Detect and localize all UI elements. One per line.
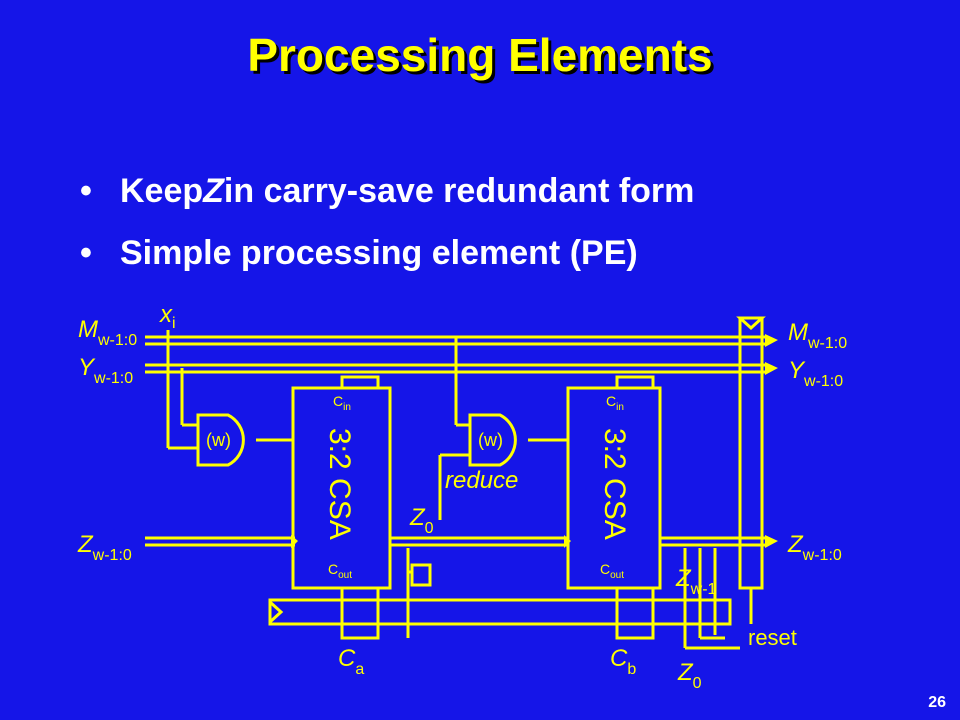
- ca-label: Ca: [338, 645, 364, 678]
- y-bus: [145, 362, 778, 375]
- bullet-list: • Keep Z in carry-save redundant form • …: [80, 160, 694, 284]
- slide-number: 26: [928, 694, 946, 711]
- z-bus-right: [660, 535, 778, 548]
- cin-label-1: Cin: [333, 393, 351, 413]
- bullet-item: • Simple processing element (PE): [80, 222, 694, 284]
- shift-register: [268, 598, 732, 626]
- label-y-right: Yw-1:0: [788, 357, 843, 390]
- csa-block-1: [291, 375, 392, 640]
- right-register: [736, 316, 766, 624]
- and-gate-1-label: (w): [206, 430, 231, 450]
- z-bus-left: [145, 535, 298, 548]
- and-gate-2-label: (w): [478, 430, 503, 450]
- m-bus: [145, 334, 778, 347]
- z0-bottom-label: Z0: [677, 659, 702, 692]
- label-xi: xi: [159, 301, 176, 332]
- slide-title: Processing Elements: [247, 29, 713, 81]
- bullet-icon: •: [80, 171, 92, 210]
- cb-label: Cb: [610, 645, 636, 678]
- cout-label-1: Cout: [328, 561, 352, 581]
- and-gate-2: [468, 413, 568, 467]
- csa-block-2: [566, 375, 662, 640]
- bullet-text-pre: Keep: [120, 171, 204, 210]
- z0-mid-label: Z0: [409, 504, 434, 537]
- label-m-left: Mw-1:0: [78, 316, 137, 349]
- csa-1-label: 3:2 CSA: [323, 428, 356, 540]
- label-y-left: Yw-1:0: [78, 354, 133, 387]
- and-gate-1: [196, 413, 293, 467]
- bullet-text-pre: Simple processing element (PE): [120, 233, 638, 272]
- bullet-text-em: Z: [203, 171, 224, 210]
- label-m-right: Mw-1:0: [788, 319, 847, 352]
- zw1-wires: [683, 548, 740, 650]
- bullet-item: • Keep Z in carry-save redundant form: [80, 160, 694, 222]
- z-bus-mid: [390, 535, 571, 548]
- zw1-label: Zw-1: [675, 565, 717, 598]
- reset-label: reset: [748, 625, 797, 650]
- label-z-left: Zw-1:0: [77, 531, 132, 564]
- label-z-right: Zw-1:0: [787, 531, 842, 564]
- csa-2-label: 3:2 CSA: [598, 428, 631, 540]
- bullet-text-post: in carry-save redundant form: [223, 171, 695, 210]
- cin-label-2: Cin: [606, 393, 624, 413]
- reduce-label: reduce: [445, 467, 518, 494]
- bullet-icon: •: [80, 233, 92, 272]
- cout-label-2: Cout: [600, 561, 624, 581]
